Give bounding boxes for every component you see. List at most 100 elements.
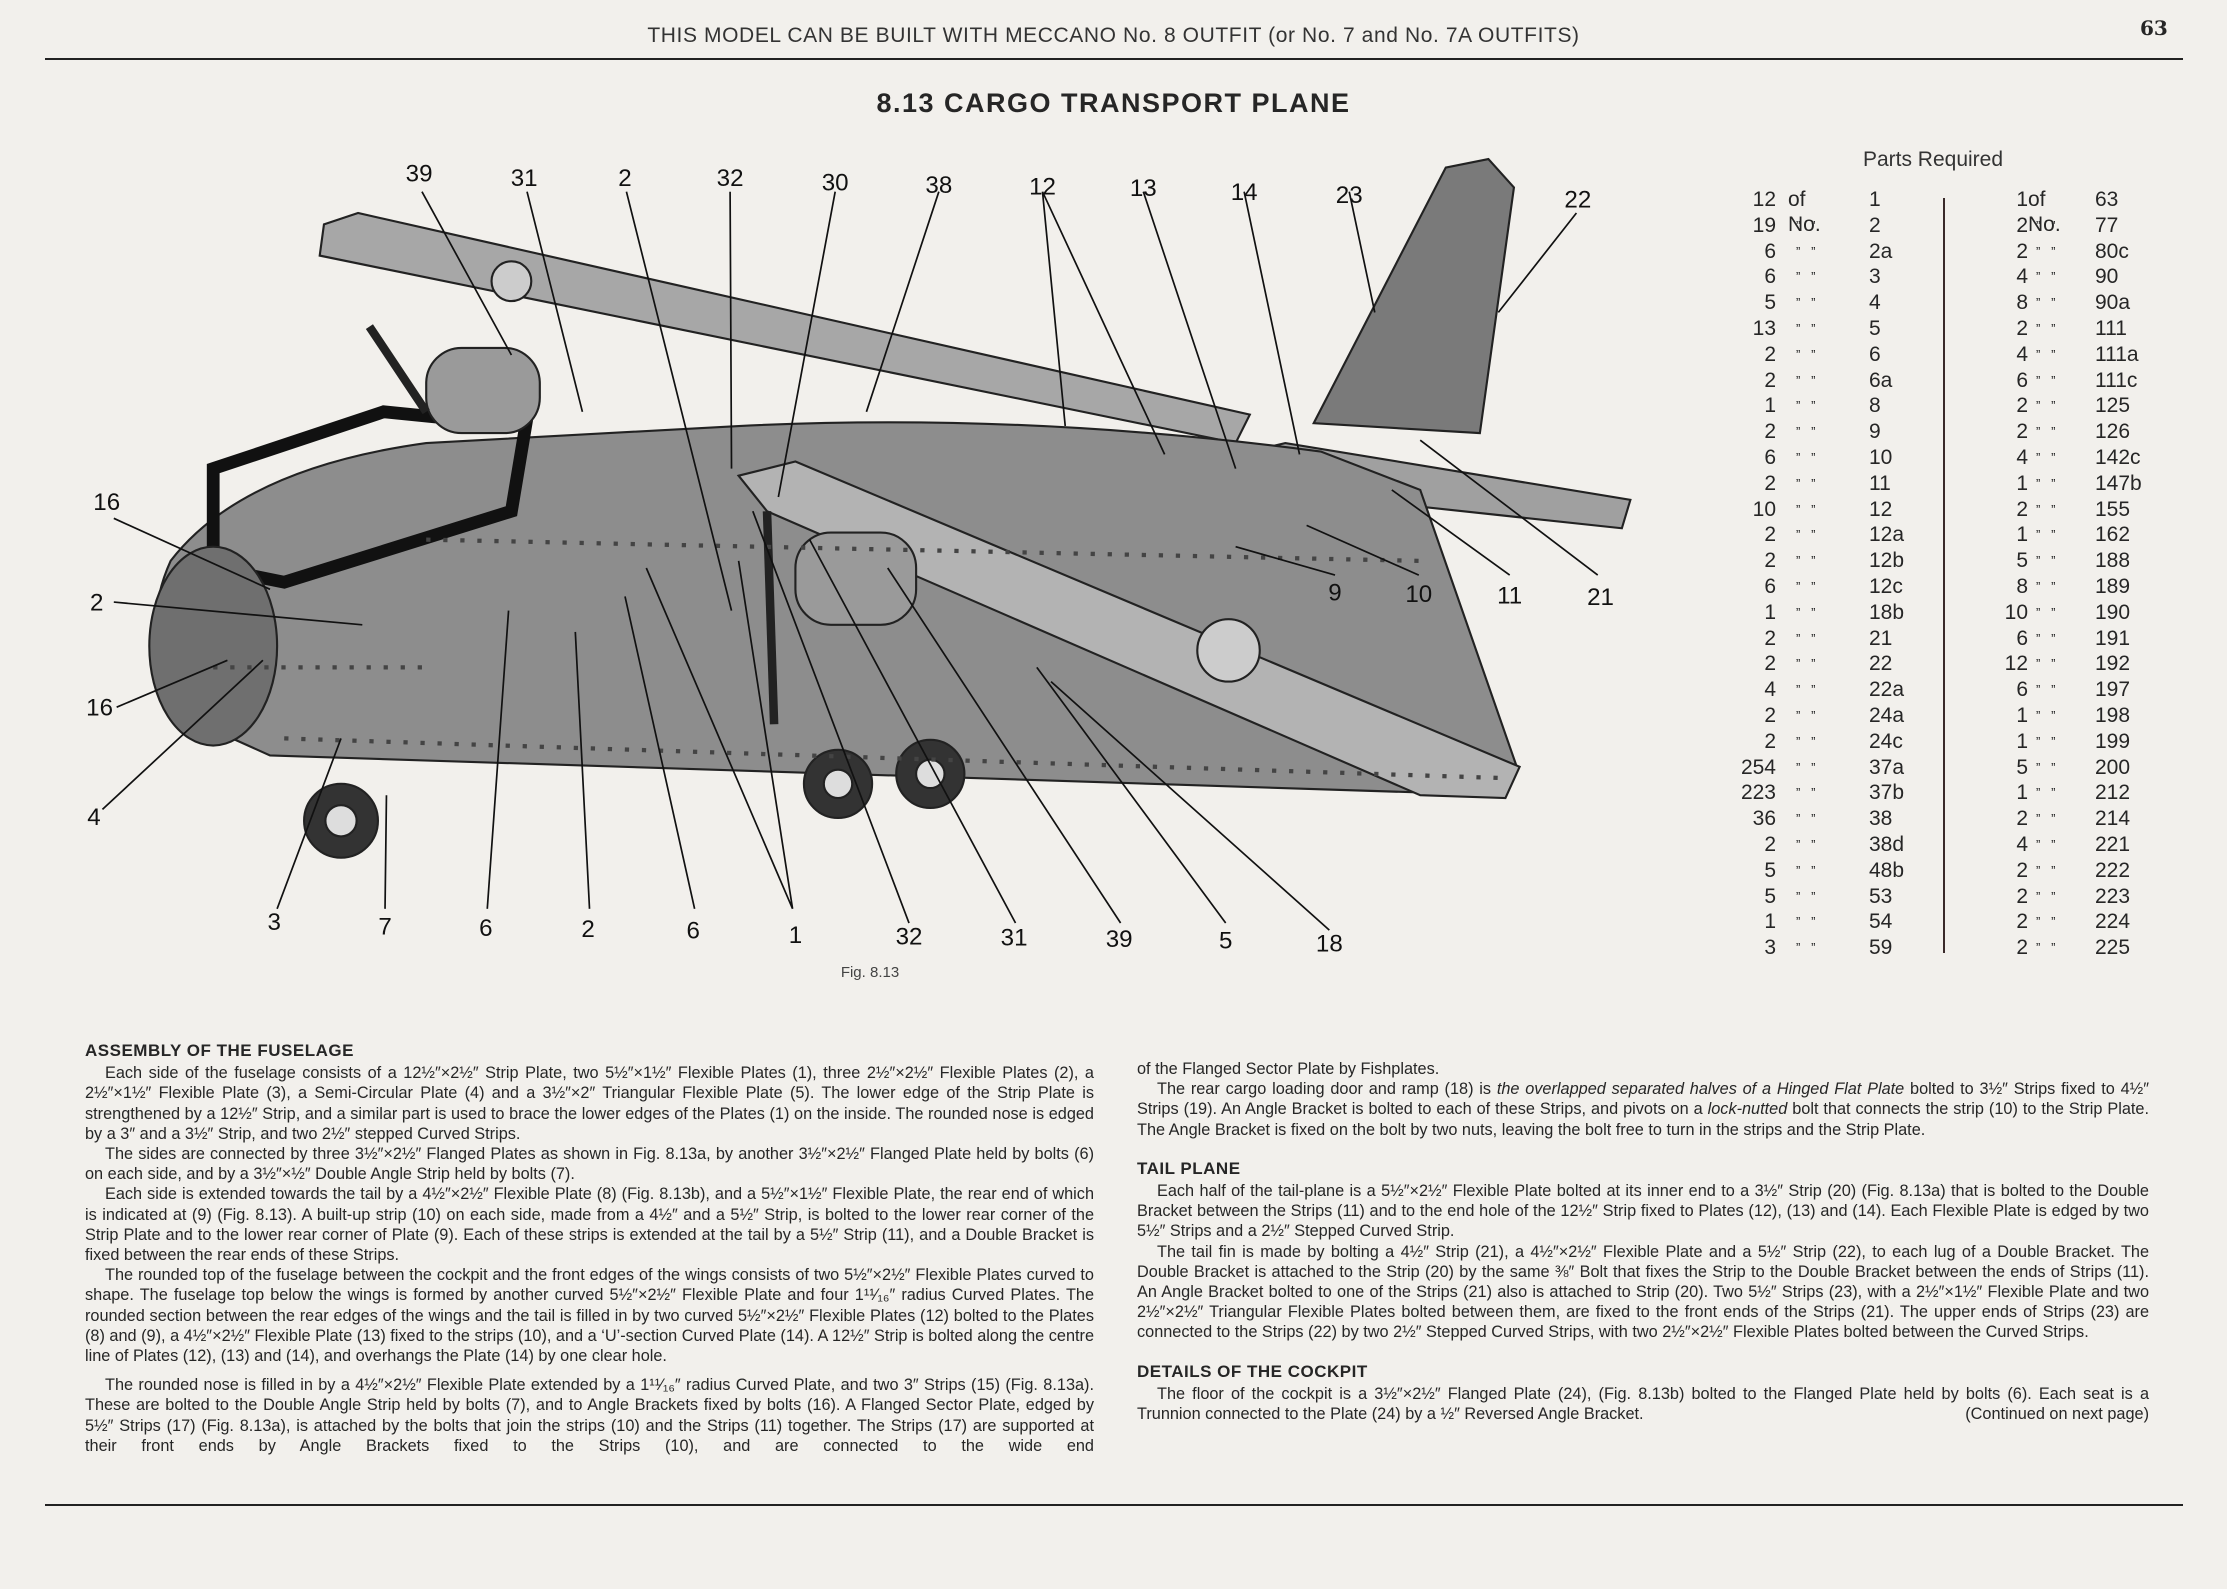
- text-column-right: of the Flanged Sector Plate by Fishplate…: [1137, 1059, 2149, 1424]
- of-no-label: ” ”: [2036, 759, 2056, 775]
- header-rule: [45, 58, 2183, 60]
- paragraph: Each side of the fuselage consists of a …: [85, 1064, 1094, 1143]
- far-wing: [318, 211, 1252, 445]
- part-quantity: 223: [1740, 781, 1776, 805]
- part-quantity: 1: [2016, 471, 2028, 495]
- text: bolt that connects the strip (10) to the…: [1137, 1100, 2149, 1139]
- part-number: 162: [2095, 523, 2131, 547]
- part-quantity: 1: [1764, 394, 1776, 418]
- part-number: 223: [2095, 884, 2131, 908]
- part-quantity: 12: [1752, 188, 1776, 211]
- italic-text: the overlapped separated halves of a Hin…: [1496, 1080, 1905, 1099]
- part-quantity: 10: [1752, 497, 1776, 521]
- callout-label: 39: [1106, 926, 1133, 953]
- part-quantity: 2: [2016, 420, 2028, 444]
- of-no-label: ” ”: [2036, 811, 2056, 827]
- part-quantity: 1: [2016, 188, 2028, 211]
- of-no-label: ” ”: [1796, 914, 1816, 930]
- callout-label: 4: [87, 804, 100, 831]
- continued-note: (Continued on next page): [1965, 1405, 2149, 1424]
- part-number: 11: [1869, 471, 1891, 495]
- callout-label: 16: [93, 489, 120, 516]
- part-quantity: 2: [1764, 729, 1776, 753]
- part-number: 225: [2095, 936, 2131, 960]
- part-number: 5: [1869, 317, 1881, 340]
- of-no-label: ” ”: [1796, 450, 1816, 465]
- callout-label: 32: [717, 165, 744, 192]
- of-no-label: ” ”: [2036, 656, 2056, 672]
- part-quantity: 2: [1764, 471, 1776, 495]
- of-no-label: ” ”: [2036, 940, 2056, 956]
- part-number: 3: [1869, 265, 1881, 289]
- callout-label: 3: [268, 909, 281, 936]
- of-no-label: ” ”: [1796, 243, 1816, 259]
- part-number: 2a: [1869, 239, 1893, 263]
- of-no-label: ” ”: [1796, 940, 1816, 956]
- of-no-label: ” ”: [2036, 346, 2056, 362]
- part-number: 111: [2095, 317, 2127, 340]
- propeller: [365, 324, 430, 415]
- of-no-label: ” ”: [1796, 295, 1816, 311]
- part-quantity: 5: [1764, 291, 1776, 315]
- of-no-label: ” ”: [1796, 424, 1816, 440]
- figure-caption: Fig. 8.13: [840, 964, 900, 981]
- part-number: 2: [1869, 213, 1881, 237]
- outfit-header: THIS MODEL CAN BE BUILT WITH MECCANO No.…: [647, 24, 1580, 47]
- part-quantity: 254: [1740, 755, 1776, 779]
- part-number: 63: [2095, 188, 2119, 211]
- part-quantity: 4: [2016, 342, 2028, 366]
- part-number: 22a: [1869, 678, 1905, 702]
- part-number: 6a: [1869, 368, 1893, 392]
- part-quantity: 6: [2016, 368, 2028, 392]
- of-no-label: ” ”: [2036, 708, 2056, 723]
- part-quantity: 2: [1764, 368, 1776, 392]
- of-no-label: ” ”: [2036, 604, 2056, 620]
- part-number: 111a: [2095, 342, 2139, 366]
- section-heading-cockpit: DETAILS OF THE COCKPIT: [1137, 1361, 1368, 1381]
- part-number: 6: [1869, 342, 1881, 366]
- text: The rear cargo loading door and ramp (18…: [1157, 1080, 1497, 1099]
- part-quantity: 2: [2016, 213, 2028, 237]
- callout-label: 10: [1405, 581, 1432, 608]
- of-no-label: ” ”: [2036, 862, 2056, 878]
- of-no-label: ” ”: [1796, 475, 1816, 491]
- footer-rule: [45, 1504, 2183, 1506]
- callout-label: 6: [686, 918, 699, 945]
- part-number: 1: [1869, 188, 1881, 211]
- of-no-label: ” ”: [2036, 553, 2056, 569]
- of-no-label: ” ”: [2036, 527, 2056, 543]
- part-number: 142c: [2095, 446, 2141, 469]
- of-no-label: ” ”: [2036, 733, 2056, 749]
- part-quantity: 4: [2016, 446, 2028, 469]
- part-number: 126: [2095, 420, 2131, 444]
- text: The floor of the cockpit is a 3½″×2½″ Fl…: [1137, 1384, 2149, 1424]
- of-no-label: ” ”: [2036, 424, 2056, 440]
- part-quantity: 6: [1764, 575, 1776, 598]
- of-no-label: ” ”: [2036, 295, 2056, 311]
- part-number: 198: [2095, 704, 2131, 727]
- of-no-label: ” ”: [2036, 321, 2056, 336]
- callout-label: 38: [925, 172, 952, 199]
- part-number: 37a: [1869, 755, 1905, 779]
- of-no-label: ” ”: [1796, 759, 1816, 775]
- of-no-label: ” ”: [2036, 630, 2056, 646]
- of-no-label: ” ”: [1796, 553, 1816, 569]
- part-quantity: 2: [1764, 549, 1776, 573]
- of-no-label: ” ”: [2036, 372, 2056, 388]
- of-no-label: ” ”: [2036, 501, 2056, 517]
- callout-label: 12: [1029, 174, 1056, 201]
- part-number: 200: [2095, 755, 2131, 779]
- callout-label: 23: [1336, 182, 1363, 209]
- part-quantity: 2: [2016, 858, 2028, 882]
- of-no-label: ” ”: [1796, 321, 1816, 336]
- part-number: 197: [2095, 678, 2131, 702]
- of-no-label: ” ”: [1796, 708, 1816, 723]
- of-no-label: ” ”: [1796, 862, 1816, 878]
- callout-label: 16: [86, 695, 113, 722]
- part-quantity: 36: [1752, 807, 1776, 831]
- paragraph: The rounded nose is filled in by a 4½″×2…: [85, 1376, 1094, 1455]
- part-quantity: 2: [1764, 833, 1776, 856]
- part-number: 189: [2095, 575, 2131, 598]
- part-number: 24c: [1869, 729, 1903, 753]
